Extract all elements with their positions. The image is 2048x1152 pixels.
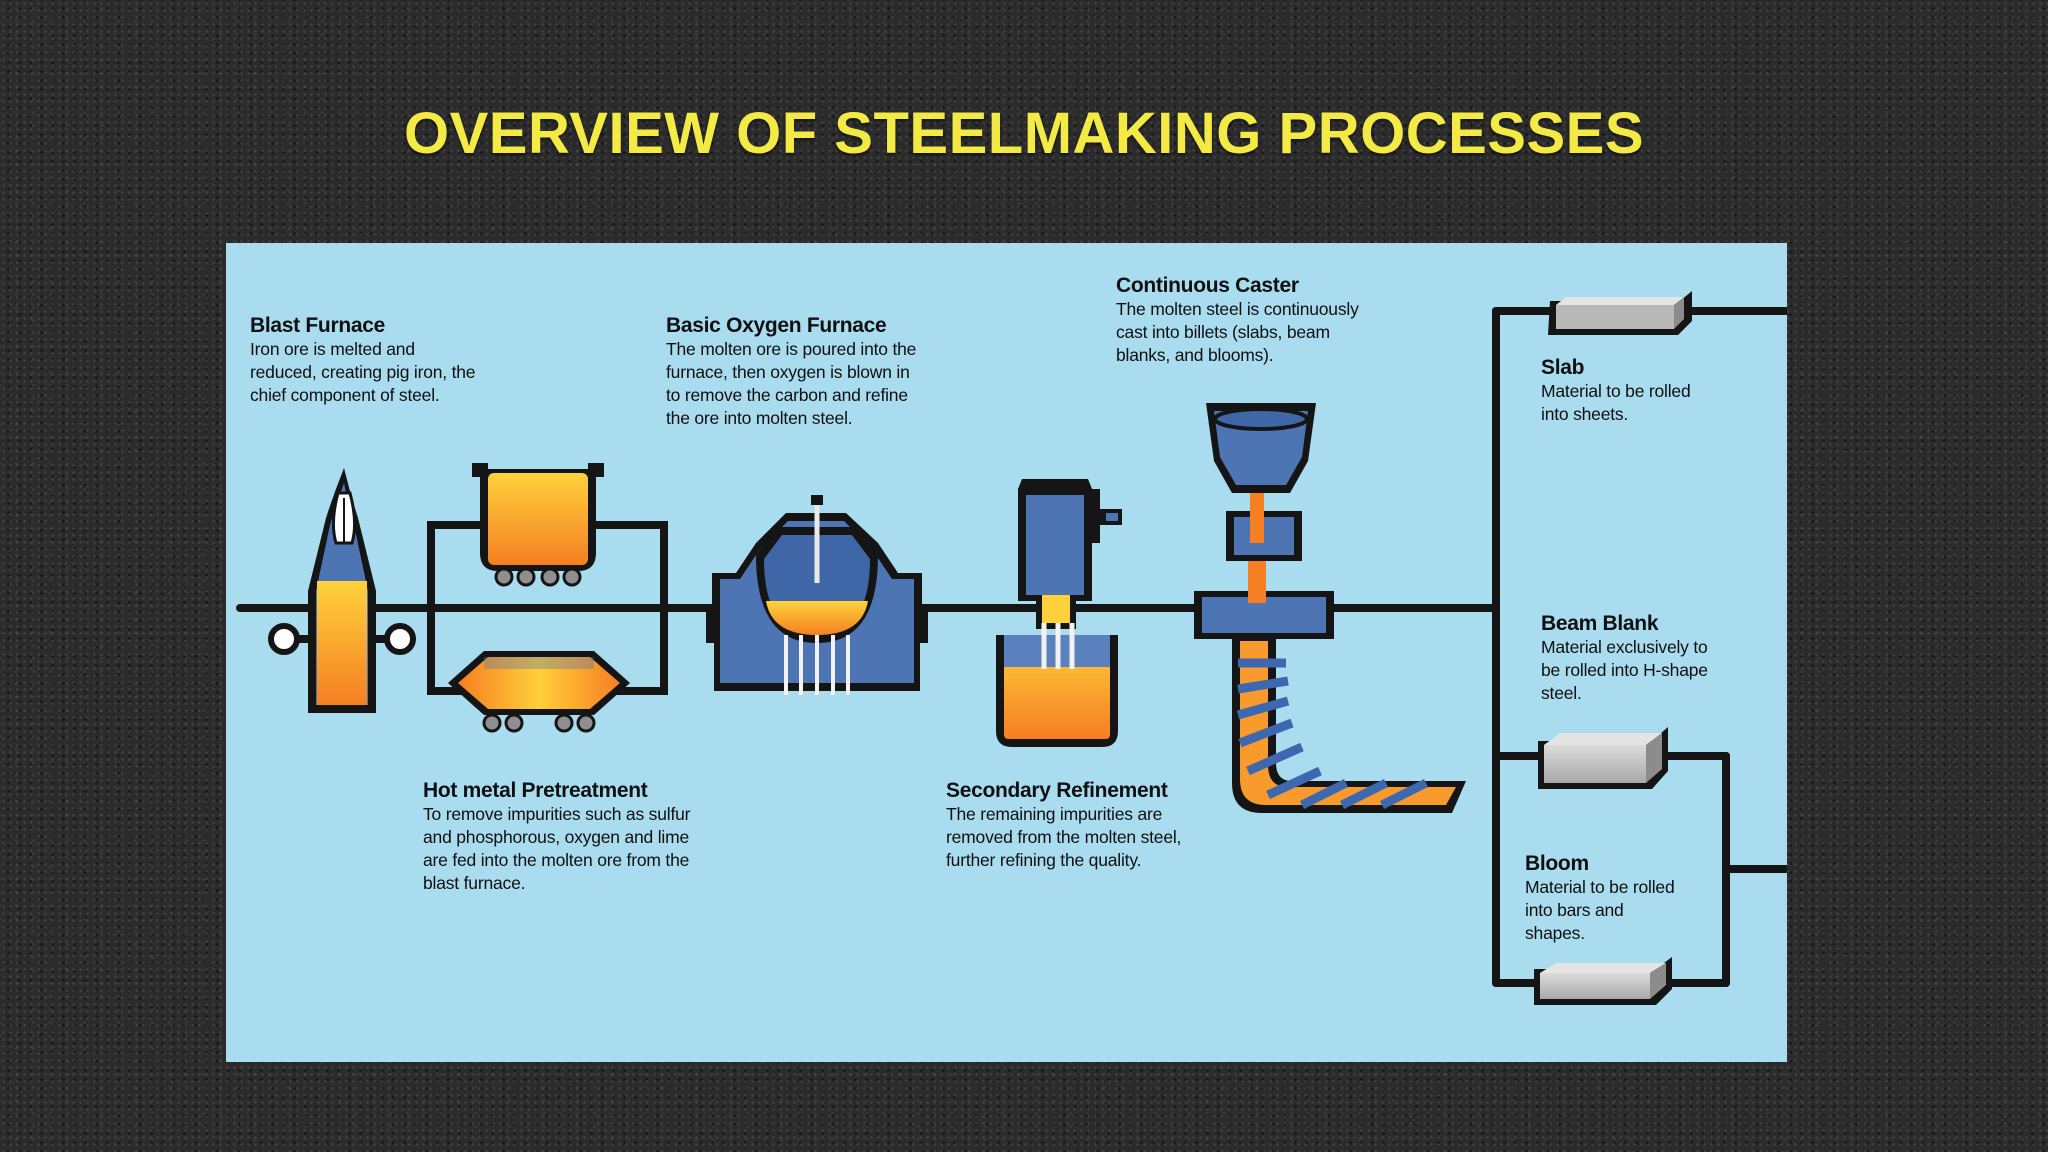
continuous-caster-description: The molten steel is continuously cast in…: [1116, 299, 1359, 365]
bloom-title: Bloom: [1525, 852, 1589, 875]
continuous-caster-icon: [1194, 403, 1466, 813]
pretreatment-ladle-icon: [472, 463, 604, 587]
basic-oxygen-furnace-description: The molten ore is poured into the furnac…: [666, 339, 917, 428]
torpedo-car-icon: [448, 651, 630, 733]
blast-furnace-description: Iron ore is melted and reduced, creating…: [250, 339, 476, 405]
bloom-description: Material to be rolled into bars and shap…: [1525, 877, 1675, 943]
slab-product-icon: [1548, 291, 1692, 335]
slide-title: OVERVIEW OF STEELMAKING PROCESSES: [403, 101, 1645, 166]
bloom-product-icon: [1534, 957, 1672, 1005]
slab-description: Material to be rolled into sheets.: [1541, 381, 1691, 424]
hot-metal-pretreatment-description: To remove impurities such as sulfur and …: [423, 804, 691, 893]
secondary-refinement-description: The remaining impurities are removed fro…: [946, 804, 1182, 870]
secondary-refinement-title: Secondary Refinement: [946, 779, 1168, 802]
beam-blank-product-icon: [1538, 727, 1668, 789]
process-diagram: Blast Furnace Iron ore is melted and red…: [226, 243, 1787, 1062]
blast-furnace-title: Blast Furnace: [250, 314, 385, 337]
blast-furnace-label: Blast Furnace Iron ore is melted and red…: [250, 313, 476, 407]
beam-blank-description: Material exclusively to be rolled into H…: [1541, 637, 1708, 703]
slab-title: Slab: [1541, 356, 1585, 379]
basic-oxygen-furnace-label: Basic Oxygen Furnace The molten ore is p…: [666, 313, 916, 430]
basic-oxygen-furnace-icon: [706, 495, 928, 695]
continuous-caster-title: Continuous Caster: [1116, 274, 1299, 297]
process-diagram-graphics: [236, 291, 1787, 1005]
basic-oxygen-furnace-title: Basic Oxygen Furnace: [666, 314, 887, 337]
beam-blank-label: Beam Blank Material exclusively to be ro…: [1541, 611, 1708, 705]
blast-furnace-icon: [268, 468, 416, 713]
continuous-caster-label: Continuous Caster The molten steel is co…: [1116, 273, 1359, 367]
secondary-refinement-icon: [996, 479, 1122, 747]
slab-label: Slab Material to be rolled into sheets.: [1541, 355, 1691, 426]
hot-metal-pretreatment-title: Hot metal Pretreatment: [423, 779, 648, 802]
beam-blank-title: Beam Blank: [1541, 612, 1659, 635]
hot-metal-pretreatment-label: Hot metal Pretreatment To remove impurit…: [423, 778, 690, 895]
secondary-refinement-label: Secondary Refinement The remaining impur…: [946, 778, 1181, 872]
bloom-label: Bloom Material to be rolled into bars an…: [1525, 851, 1675, 945]
